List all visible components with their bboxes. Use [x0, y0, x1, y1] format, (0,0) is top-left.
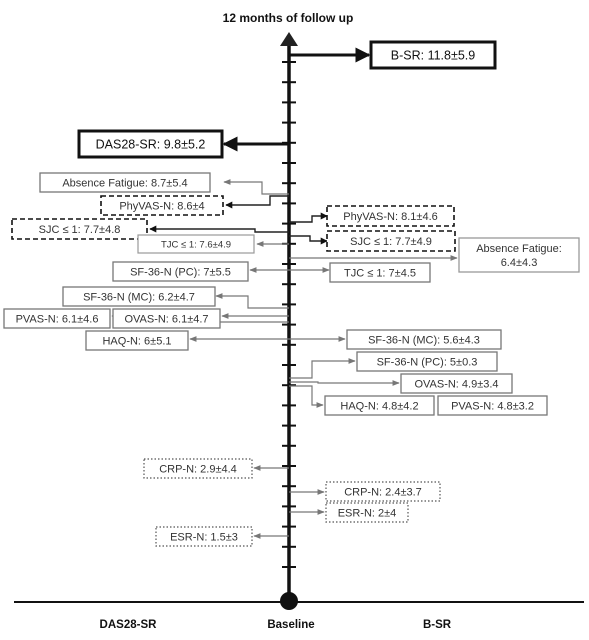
- box-phyvas-right-label: PhyVAS-N: 8.1±4.6: [343, 211, 438, 223]
- box-haq-left: HAQ-N: 6±5.1: [85, 330, 189, 351]
- box-esr-left-label: ESR-N: 1.5±3: [170, 532, 238, 544]
- box-crp-right-label: CRP-N: 2.4±3.7: [344, 487, 422, 499]
- box-phyvas-left: PhyVAS-N: 8.6±4: [100, 195, 224, 216]
- connectors: [111, 47, 458, 539]
- box-haq-right-label: HAQ-N: 4.8±4.2: [340, 401, 418, 413]
- box-sf36pc-right: SF-36-N (PC): 5±0.3: [356, 351, 498, 372]
- arrow-ovas-right: [289, 380, 400, 386]
- arrow-sjc-right: [289, 235, 328, 245]
- box-sjc-right-label: SJC ≤ 1: 7.7±4.9: [350, 236, 432, 248]
- box-fatigue-left: Absence Fatigue: 8.7±5.4: [39, 172, 211, 193]
- arrow-sf36mc-left: [215, 293, 289, 309]
- box-fatigue-left-label: Absence Fatigue: 8.7±5.4: [62, 178, 187, 190]
- box-haq-left-label: HAQ-N: 6±5.1: [102, 336, 171, 348]
- box-ovas-right-label: OVAS-N: 4.9±3.4: [414, 379, 498, 391]
- box-ovas-left-label: OVAS-N: 6.1±4.7: [124, 314, 208, 326]
- box-sf36mc-right: SF-36-N (MC): 5.6±4.3: [346, 329, 502, 350]
- box-esr-left: ESR-N: 1.5±3: [155, 526, 253, 547]
- box-tjc-left-label: TJC ≤ 1: 7.6±4.9: [161, 240, 231, 251]
- axis-label-right: B-SR: [423, 619, 452, 631]
- axis-label-center: Baseline: [267, 619, 314, 631]
- box-ovas-left: OVAS-N: 6.1±4.7: [112, 308, 221, 329]
- box-phyvas-left-label: PhyVAS-N: 8.6±4: [119, 201, 204, 213]
- box-fatigue-right-line1: Absence Fatigue:: [476, 243, 562, 255]
- timeline-arrowhead: [280, 32, 298, 46]
- arrow-sf36pc-right: [289, 358, 356, 379]
- box-bsr-label: B-SR: 11.8±5.9: [391, 49, 475, 63]
- box-pvas-right: PVAS-N: 4.8±3.2: [437, 395, 548, 416]
- box-fatigue-right-line2: 6.4±4.3: [501, 257, 538, 269]
- box-sf36mc-left: SF-36-N (MC): 6.2±4.7: [62, 286, 216, 307]
- arrow-sjc-left: [149, 225, 289, 233]
- box-sjc-left: SJC ≤ 1: 7.7±4.8: [11, 218, 148, 240]
- box-tjc-right-label: TJC ≤ 1: 7±4.5: [344, 268, 416, 280]
- box-pvas-left: PVAS-N: 6.1±4.6: [3, 308, 111, 329]
- box-sf36pc-right-label: SF-36-N (PC): 5±0.3: [377, 357, 478, 369]
- arrow-fatigue-left: [223, 179, 289, 195]
- box-sf36pc-left-label: SF-36-N (PC): 7±5.5: [130, 267, 231, 279]
- box-tjc-left: TJC ≤ 1: 7.6±4.9: [137, 234, 255, 254]
- box-haq-right: HAQ-N: 4.8±4.2: [324, 395, 435, 416]
- box-sf36pc-left: SF-36-N (PC): 7±5.5: [112, 261, 249, 282]
- box-pvas-left-label: PVAS-N: 6.1±4.6: [16, 314, 99, 326]
- diagram-title: 12 months of follow up: [223, 11, 354, 25]
- baseline-dot: [280, 592, 298, 610]
- box-das28: DAS28-SR: 9.8±5.2: [77, 129, 224, 159]
- box-esr-right-label: ESR-N: 2±4: [338, 508, 397, 520]
- box-ovas-right: OVAS-N: 4.9±3.4: [400, 373, 513, 394]
- box-tjc-right: TJC ≤ 1: 7±4.5: [329, 262, 431, 283]
- box-sjc-right: SJC ≤ 1: 7.7±4.9: [326, 230, 456, 252]
- arrow-phyvas-left: [225, 195, 289, 209]
- box-bsr: B-SR: 11.8±5.9: [369, 40, 497, 70]
- arrow-phyvas-right: [289, 212, 328, 223]
- arrow-haq-right: [289, 385, 324, 408]
- box-fatigue-right: Absence Fatigue: 6.4±4.3: [458, 237, 580, 273]
- box-crp-left: CRP-N: 2.9±4.4: [143, 458, 253, 479]
- axis-label-left: DAS28-SR: [100, 619, 158, 631]
- box-crp-right: CRP-N: 2.4±3.7: [325, 481, 441, 502]
- box-phyvas-right: PhyVAS-N: 8.1±4.6: [326, 205, 455, 227]
- box-sf36mc-left-label: SF-36-N (MC): 6.2±4.7: [83, 292, 195, 304]
- box-crp-left-label: CRP-N: 2.9±4.4: [159, 464, 237, 476]
- box-esr-right: ESR-N: 2±4: [325, 502, 409, 523]
- box-sjc-left-label: SJC ≤ 1: 7.7±4.8: [39, 224, 121, 236]
- box-das28-label: DAS28-SR: 9.8±5.2: [96, 138, 206, 152]
- box-pvas-right-label: PVAS-N: 4.8±3.2: [451, 401, 534, 413]
- box-sf36mc-right-label: SF-36-N (MC): 5.6±4.3: [368, 335, 480, 347]
